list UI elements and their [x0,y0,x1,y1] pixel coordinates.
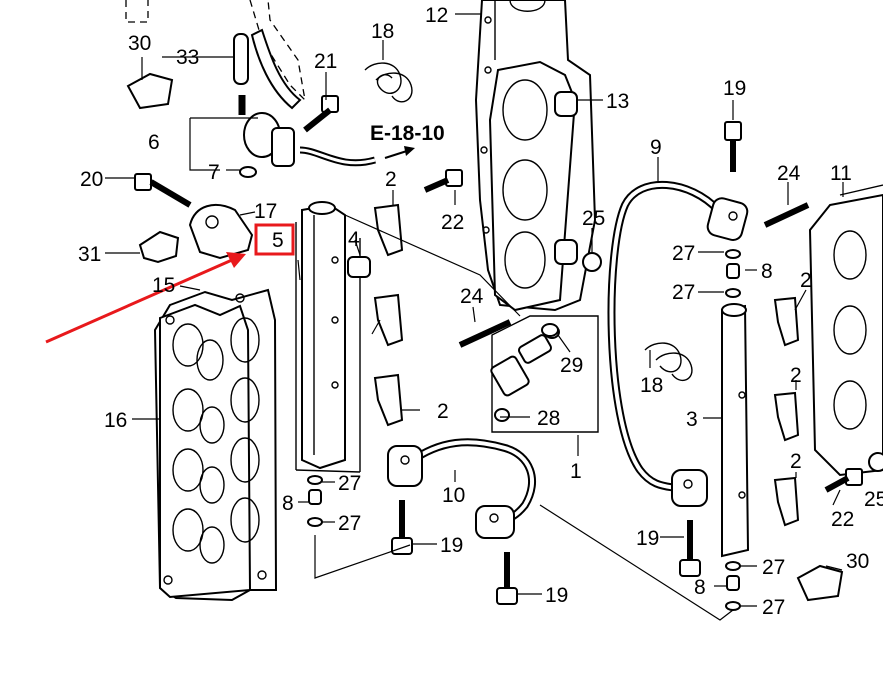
part-label-3: 3 [686,408,698,431]
part-label-11: 11 [830,162,852,185]
part-label-27: 27 [338,512,361,535]
part-label-2: 2 [790,364,802,387]
part-label-8: 8 [694,576,706,599]
sensor-30-left [126,72,174,110]
brackets-2 [373,203,800,527]
part-label-8: 8 [761,260,773,283]
seals [239,166,741,611]
part-label-27: 27 [672,281,695,304]
fuel-pipe-10 [387,438,537,539]
part-label-19: 19 [636,527,659,550]
fuel-rail-right [721,303,750,558]
fuel-rail-left [295,201,361,473]
clip-31 [138,230,180,264]
part-label-18: 18 [371,20,394,43]
part-label-12: 12 [425,4,448,27]
intake-plate-16 [153,288,278,602]
part-label-17: 17 [254,200,277,223]
callout-arrow [45,252,246,344]
part-label-20: 20 [80,168,103,191]
part-label-30: 30 [128,32,151,55]
part-label-5: 5 [272,229,284,252]
part-label-19: 19 [723,77,746,100]
part-label-13: 13 [606,90,629,113]
part-label-4: 4 [348,228,360,251]
part-label-19: 19 [545,584,568,607]
fuel-pipe-9 [607,181,749,507]
part-label-24: 24 [460,285,484,308]
clips-18 [364,62,693,382]
part-label-22: 22 [831,508,854,531]
cylinder-head-11 [808,184,883,477]
part-label-2: 2 [800,269,812,292]
part-label-31: 31 [78,243,101,266]
reference-arrow [384,146,415,159]
part-label-33: 33 [176,46,199,69]
part-label-8: 8 [282,492,294,515]
part-label-18: 18 [640,374,663,397]
injector-assembly [490,315,599,433]
part-label-19: 19 [440,534,463,557]
part-label-22: 22 [441,211,464,234]
part-label-21: 21 [314,50,337,73]
reference-label: E-18-10 [370,122,445,145]
part-label-30: 30 [846,550,869,573]
part-label-7: 7 [208,161,220,184]
highlight-box [254,223,295,256]
part-label-24: 24 [777,162,801,185]
part-label-27: 27 [672,242,695,265]
part-label-25: 25 [582,207,605,230]
part-label-27: 27 [762,556,785,579]
part-label-25: 25 [864,488,883,511]
part-label-10: 10 [442,484,465,507]
part-label-1: 1 [570,460,582,483]
part-label-15: 15 [152,274,175,297]
pressure-regulator [125,0,376,167]
part-label-27: 27 [762,596,785,619]
part-label-2: 2 [790,450,802,473]
bolts [134,95,883,605]
intake-manifold [474,0,597,312]
part-label-29: 29 [560,354,583,377]
part-label-6: 6 [148,131,160,154]
part-label-28: 28 [537,407,560,430]
part-label-9: 9 [650,136,662,159]
part-label-2: 2 [385,168,397,191]
part-label-16: 16 [104,409,127,432]
part-label-2: 2 [437,400,449,423]
sensor-30-right [796,564,844,602]
part-label-27: 27 [338,472,361,495]
leader-lines [105,13,844,621]
bracket-17 [188,204,254,260]
